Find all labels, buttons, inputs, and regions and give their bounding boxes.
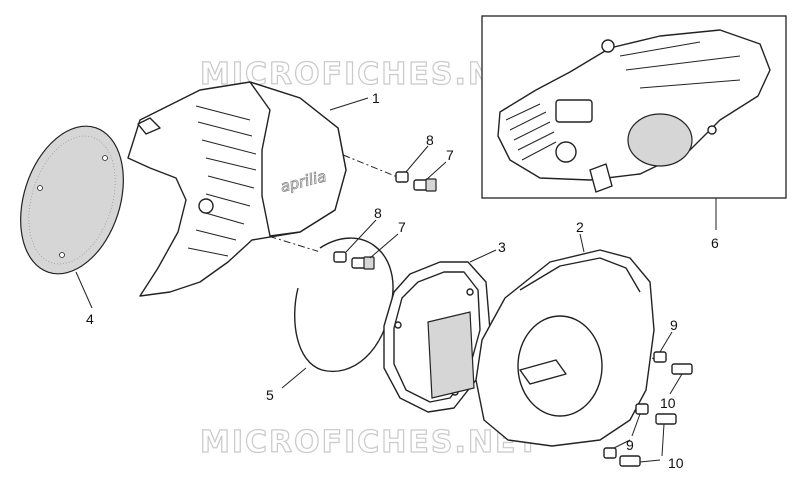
leader-10a bbox=[669, 373, 683, 395]
leader-8a bbox=[405, 145, 429, 173]
callout-7-upper: 7 bbox=[446, 147, 454, 163]
callout-3: 3 bbox=[498, 239, 506, 255]
callout-2: 2 bbox=[576, 219, 584, 235]
part-4-disc bbox=[20, 125, 124, 275]
part-2-inner-housing bbox=[475, 249, 655, 447]
callout-9-lower: 9 bbox=[626, 437, 634, 453]
part-5-seal-ring bbox=[294, 237, 394, 372]
callout-10-upper: 10 bbox=[660, 395, 676, 411]
callout-1: 1 bbox=[372, 90, 380, 106]
callout-9-upper: 9 bbox=[670, 317, 678, 333]
engine-inset bbox=[481, 15, 787, 199]
callout-6: 6 bbox=[711, 235, 719, 251]
leader-7a bbox=[425, 161, 447, 181]
leader-8b bbox=[345, 219, 377, 253]
leader-2 bbox=[579, 233, 585, 253]
bolt-8-middle bbox=[333, 251, 347, 263]
leader-9b bbox=[613, 413, 641, 449]
leader-5 bbox=[281, 367, 307, 389]
callout-10-lower: 10 bbox=[668, 455, 684, 471]
bolt-8-upper bbox=[395, 171, 409, 183]
leader-3 bbox=[469, 249, 497, 263]
part-3-gasket bbox=[383, 261, 491, 413]
part-1-outer-cover: aprilia bbox=[127, 81, 347, 297]
callout-8-upper: 8 bbox=[426, 132, 434, 148]
callout-4: 4 bbox=[86, 311, 94, 327]
bolt-10-upper bbox=[671, 363, 693, 375]
callout-8-middle: 8 bbox=[374, 205, 382, 221]
leader-7b bbox=[369, 233, 399, 259]
leader-9a bbox=[659, 331, 673, 353]
bolt-7-upper bbox=[413, 178, 437, 192]
engine-assembly-drawing bbox=[497, 29, 771, 193]
leader-4 bbox=[75, 271, 93, 309]
bolt-7-middle bbox=[351, 256, 375, 270]
bolt-9-lower bbox=[603, 403, 649, 459]
callout-5: 5 bbox=[266, 387, 274, 403]
leader-10b bbox=[639, 423, 665, 463]
callout-7-middle: 7 bbox=[398, 219, 406, 235]
bolt-10-lower bbox=[619, 413, 677, 467]
bolt-9-upper bbox=[653, 351, 667, 363]
leader-1 bbox=[329, 97, 369, 111]
watermark-bottom: MICROFICHES.NET bbox=[200, 425, 540, 460]
